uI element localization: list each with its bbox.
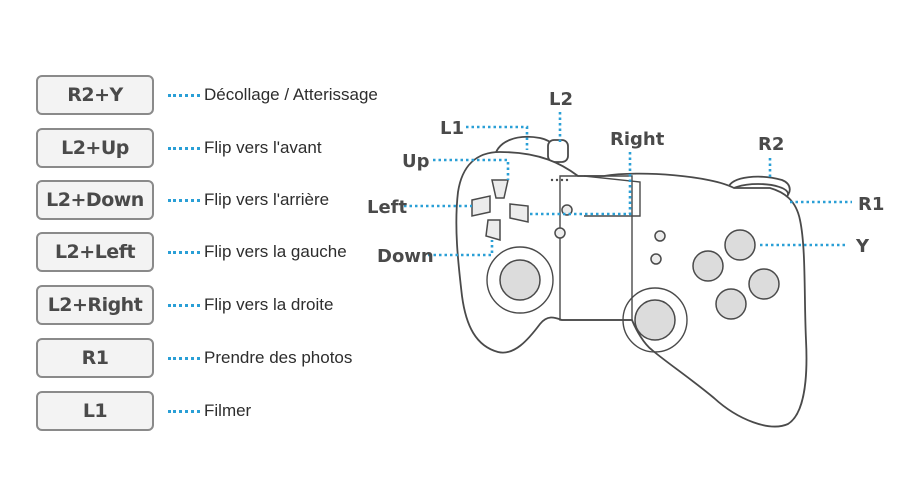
l2-trigger: [547, 139, 569, 163]
right-leader-line: [528, 152, 632, 216]
r1-label: R1: [858, 194, 884, 215]
key-combo-badge: R1: [36, 338, 154, 378]
d-pad: [471, 179, 529, 241]
up-leader-line: [433, 158, 510, 180]
l1-label: L1: [440, 118, 464, 139]
connector-dots: [168, 146, 200, 150]
left-stick-base: [486, 246, 554, 314]
connector-dots: [168, 93, 200, 97]
down-label: Down: [377, 246, 434, 267]
b-button: [748, 268, 780, 300]
key-combo-badge: R2+Y: [36, 75, 154, 115]
right-label: Right: [610, 129, 665, 150]
home-button: [650, 253, 662, 265]
clamp-top: [583, 175, 641, 217]
connector-dots: [168, 250, 200, 254]
l1-leader-line: [466, 125, 529, 150]
key-combo-badge: L2+Up: [36, 128, 154, 168]
mapping-description: Flip vers la droite: [204, 295, 334, 314]
d-pad-up: [491, 179, 509, 199]
mapping-description: Filmer: [204, 401, 252, 420]
status-led: [550, 178, 554, 182]
right-stick-base: [622, 287, 688, 353]
key-combo-badge: L2+Down: [36, 180, 154, 220]
connector-dots: [168, 303, 200, 307]
menu-button: [654, 230, 666, 242]
right-analog-stick: [634, 299, 676, 341]
status-led: [565, 178, 569, 182]
mapping-row-takeoff-landing: R2+Y Décollage / Atterissage: [36, 75, 378, 115]
status-led: [560, 178, 564, 182]
mapping-row-take-photos: R1 Prendre des photos: [36, 338, 352, 378]
a-button: [715, 288, 747, 320]
mapping-row-flip-right: L2+Right Flip vers la droite: [36, 285, 333, 325]
mapping-description: Prendre des photos: [204, 348, 353, 367]
y-label: Y: [855, 236, 870, 257]
x-button: [692, 250, 724, 282]
connector-dots: [168, 198, 200, 202]
key-combo-badge: L1: [36, 391, 154, 431]
mapping-row-flip-back: L2+Down Flip vers l'arrière: [36, 180, 329, 220]
select-button: [561, 204, 573, 216]
key-combo-badge: L2+Right: [36, 285, 154, 325]
down-leader-line: [428, 240, 494, 257]
mapping-description: Flip vers l'arrière: [204, 190, 330, 209]
connector-dots: [168, 356, 200, 360]
left-label: Left: [367, 197, 408, 218]
mapping-description: Flip vers l'avant: [204, 138, 322, 157]
up-label: Up: [402, 151, 430, 172]
r2-label: R2: [758, 134, 784, 155]
l2-label: L2: [549, 89, 573, 110]
d-pad-left: [471, 195, 491, 217]
phone-clamp: [559, 175, 633, 321]
connector-dots: [168, 409, 200, 413]
mapping-description: Flip vers la gauche: [204, 242, 347, 261]
mapping-row-flip-left: L2+Left Flip vers la gauche: [36, 232, 347, 272]
key-combo-badge: L2+Left: [36, 232, 154, 272]
start-button: [554, 227, 566, 239]
key-mapping-list: R2+Y Décollage / Atterissage L2+Up Flip …: [0, 0, 420, 501]
y-button: [724, 229, 756, 261]
left-analog-stick: [499, 259, 541, 301]
mapping-description: Décollage / Atterissage: [204, 85, 378, 104]
d-pad-right: [509, 203, 529, 223]
d-pad-down: [485, 219, 501, 241]
status-led: [555, 178, 559, 182]
mapping-row-flip-forward: L2+Up Flip vers l'avant: [36, 128, 322, 168]
mapping-row-record-video: L1 Filmer: [36, 391, 251, 431]
